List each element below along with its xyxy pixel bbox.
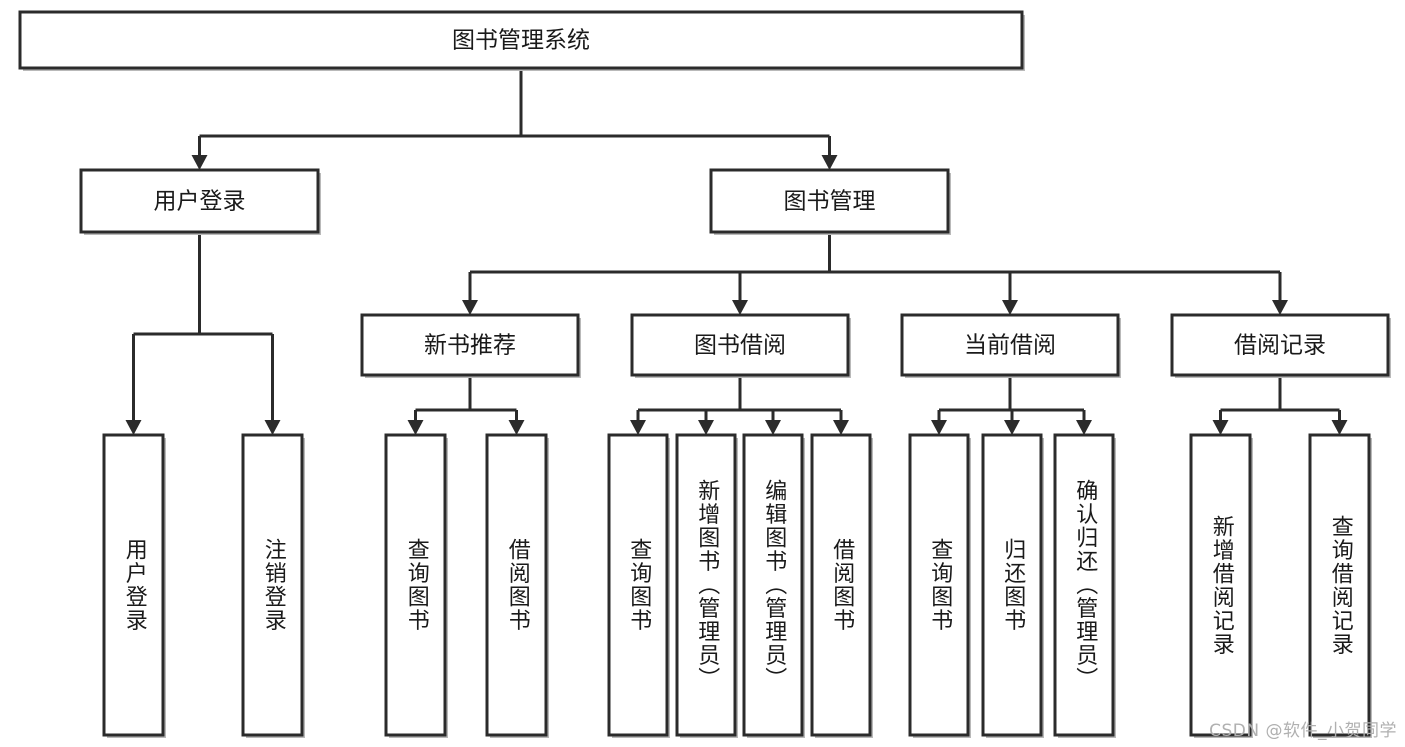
- node-box: [607, 433, 669, 737]
- arrow-head: [1076, 420, 1092, 435]
- arrow-head: [1331, 420, 1348, 435]
- arrow-head: [1004, 420, 1020, 435]
- node-leaf-7[interactable]: [810, 433, 873, 738]
- node-leaf-1[interactable]: [241, 433, 305, 738]
- node-level3-2[interactable]: 当前借阅: [900, 313, 1121, 378]
- arrow-head: [1002, 300, 1018, 315]
- arrow-head: [264, 420, 281, 435]
- node-box: [1170, 313, 1390, 377]
- arrow-head: [732, 300, 748, 315]
- node-leaf-4[interactable]: [607, 433, 670, 738]
- node-box: [1053, 433, 1115, 737]
- arrow-head: [833, 420, 849, 435]
- node-box: [709, 168, 950, 234]
- node-box: [241, 433, 304, 737]
- node-leaf-9[interactable]: [981, 433, 1044, 738]
- node-leaf-0[interactable]: [102, 433, 166, 738]
- node-level3-1[interactable]: 图书借阅: [630, 313, 851, 378]
- node-level2-0[interactable]: 用户登录: [79, 168, 321, 235]
- node-box: [485, 433, 548, 737]
- node-label: 当前借阅: [964, 333, 1056, 359]
- node-leaf-11[interactable]: [1189, 433, 1253, 738]
- node-box: [675, 433, 737, 737]
- node-leaf-8[interactable]: [908, 433, 971, 738]
- node-label: 图书借阅: [694, 333, 786, 359]
- arrow-head: [125, 420, 142, 435]
- arrow-head: [821, 155, 838, 170]
- node-box: [1308, 433, 1371, 737]
- node-box: [908, 433, 970, 737]
- arrow-head: [1272, 300, 1288, 315]
- arrow-head: [407, 420, 424, 435]
- node-box: [1189, 433, 1252, 737]
- arrow-head: [462, 300, 478, 315]
- node-box: [981, 433, 1043, 737]
- node-box: [742, 433, 804, 737]
- node-box: [810, 433, 872, 737]
- node-leaf-6[interactable]: [742, 433, 805, 738]
- node-box: [360, 313, 580, 377]
- node-box: [384, 433, 447, 737]
- node-leaf-5[interactable]: [675, 433, 738, 738]
- node-leaf-10[interactable]: [1053, 433, 1116, 738]
- node-level3-0[interactable]: 新书推荐: [360, 313, 581, 378]
- arrow-head: [931, 420, 947, 435]
- node-leaf-2[interactable]: [384, 433, 448, 738]
- arrow-head: [765, 420, 781, 435]
- node-box: [18, 10, 1024, 70]
- node-box: [900, 313, 1120, 377]
- node-leaf-12[interactable]: [1308, 433, 1372, 738]
- node-level3-3[interactable]: 借阅记录: [1170, 313, 1391, 378]
- arrow-head: [630, 420, 646, 435]
- node-box: [102, 433, 165, 737]
- node-box: [630, 313, 850, 377]
- arrow-head: [698, 420, 714, 435]
- node-label: 图书管理系统: [452, 28, 590, 54]
- arrow-head: [508, 420, 525, 435]
- node-label: 用户登录: [154, 189, 246, 215]
- node-box: [79, 168, 320, 234]
- node-label: 借阅记录: [1234, 333, 1326, 359]
- watermark-text: CSDN @软件_小贺同学: [1209, 721, 1397, 741]
- node-leaf-3[interactable]: [485, 433, 549, 738]
- connectors-layer: [125, 68, 1348, 435]
- arrow-head: [191, 155, 208, 170]
- node-level2-1[interactable]: 图书管理: [709, 168, 951, 235]
- node-label: 图书管理: [784, 189, 876, 215]
- node-title-root[interactable]: 图书管理系统: [18, 10, 1025, 71]
- arrow-head: [1212, 420, 1229, 435]
- node-label: 新书推荐: [424, 333, 516, 359]
